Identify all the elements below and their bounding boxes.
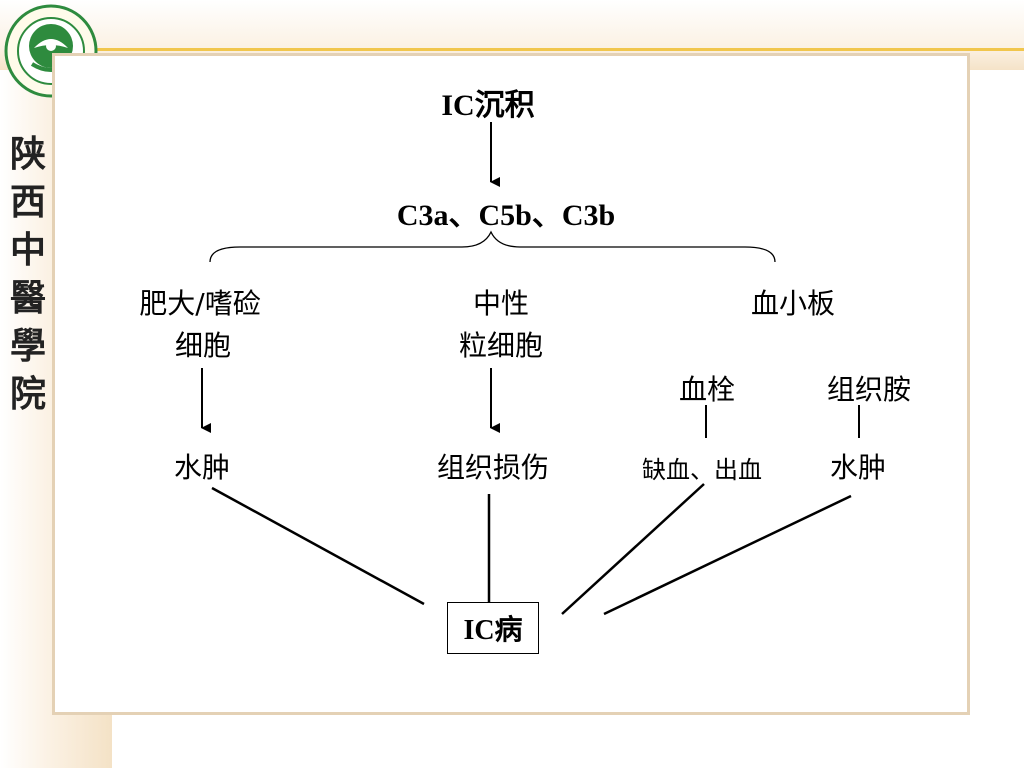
edema-left-label: 水肿 <box>173 451 231 484</box>
neutrophil-label-line2: 粒细胞 <box>458 329 544 362</box>
line-edema-left-to-ic <box>211 486 425 606</box>
ischemia-bleeding-label: 缺血、出血 <box>642 456 762 484</box>
school-char: 學 <box>9 325 46 367</box>
edema-right-label: 水肿 <box>829 451 887 484</box>
ic-disease-box: IC病 <box>447 602 539 654</box>
histamine-label: 组织胺 <box>826 373 912 406</box>
mast-cell-label-line2: 细胞 <box>174 329 232 362</box>
accent-line <box>96 48 1024 51</box>
tissue-damage-label: 组织损伤 <box>436 451 550 484</box>
line-ischemia-to-ic <box>561 483 705 615</box>
ic-deposition-label: IC沉积 <box>441 89 535 122</box>
school-char: 陕 <box>9 133 46 175</box>
platelet-label: 血小板 <box>750 287 836 320</box>
school-char: 醫 <box>9 277 46 319</box>
mast-cell-label-line1: 肥大/嗜硷 <box>139 287 261 320</box>
school-char: 西 <box>9 181 46 223</box>
complement-label: C3a、C5b、C3b <box>396 199 616 232</box>
ic-disease-label: IC病 <box>463 615 523 646</box>
thrombus-label: 血栓 <box>678 373 736 406</box>
neutrophil-label-line1: 中性 <box>472 287 530 320</box>
school-name-vertical: 陕 西 中 醫 學 院 <box>6 130 50 418</box>
line-edema-right-to-ic <box>603 494 852 616</box>
school-char: 院 <box>9 373 46 415</box>
brace <box>209 230 776 263</box>
school-char: 中 <box>9 229 46 271</box>
